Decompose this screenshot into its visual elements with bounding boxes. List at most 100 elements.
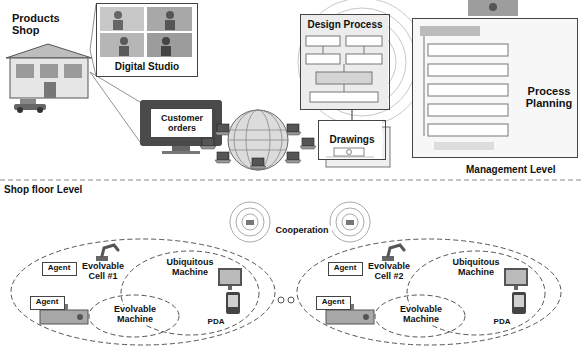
customer-orders-box: Customer orders	[150, 108, 215, 138]
monitor-stand	[172, 146, 190, 151]
customer-monitor	[140, 100, 222, 154]
globe-parallel	[230, 150, 286, 151]
car-wheel	[37, 107, 43, 113]
shop-window	[40, 64, 58, 78]
dashed-ellipse	[375, 295, 465, 337]
studio-photos	[100, 7, 192, 57]
level-label: Shop floor Level	[4, 184, 82, 195]
person-photo	[468, 0, 518, 16]
flow-box	[428, 64, 508, 76]
evolvable-machine-zone: Evolvable Machine	[88, 294, 180, 338]
node-label: Agent	[330, 264, 360, 273]
node-label: Evolvable Machine	[395, 305, 447, 325]
agent-box: Agent	[316, 296, 351, 310]
process-planning-panel: Process Planning	[412, 18, 578, 158]
agent-box: Agent	[30, 296, 65, 310]
part-outline	[334, 148, 364, 156]
flow-line	[364, 46, 365, 54]
globe	[228, 110, 288, 170]
view-line	[90, 72, 140, 142]
cooperation-label: Cooperation	[272, 226, 332, 236]
dashed-ellipse	[89, 295, 179, 337]
antenna-base	[246, 220, 254, 225]
cell-antennas	[230, 202, 370, 242]
node-label: Drawings	[321, 134, 383, 145]
flow-box	[346, 36, 382, 46]
antenna-base	[346, 220, 354, 225]
header-bar	[420, 26, 480, 36]
person-head	[120, 37, 128, 45]
cell-equipment	[326, 245, 528, 324]
node-label: Evolvable Cell #1	[78, 262, 128, 282]
evolvable-cell: Evolvable Cell #1AgentAgentUbiquitous Ma…	[10, 238, 276, 346]
cell-equipment	[40, 245, 242, 324]
person-body	[161, 46, 171, 56]
screenshot-ground	[300, 14, 388, 110]
shop-window	[16, 64, 34, 78]
laptop-icon	[215, 152, 231, 163]
evolvable-cell: Evolvable Cell #2AgentAgentUbiquitous Ma…	[296, 238, 562, 346]
shop-illustration	[6, 44, 92, 113]
device-label: PDA	[204, 318, 228, 327]
planning-screenshot	[412, 0, 578, 158]
node-label: Agent	[44, 264, 74, 273]
laptop-icon	[300, 138, 316, 149]
dashed-ellipse	[11, 239, 275, 345]
dashed-outline	[10, 238, 276, 346]
front-sheet	[318, 120, 382, 160]
connector-line	[351, 110, 352, 120]
device-label: PDA	[490, 318, 514, 327]
node-label: Ubiquitous Machine	[162, 258, 218, 278]
wave-ring	[336, 208, 364, 236]
node-label: Process Planning	[523, 85, 575, 109]
agent-box: Agent	[328, 262, 363, 276]
shop-roof	[6, 44, 92, 58]
shop-door	[44, 82, 56, 98]
monitor-foot	[162, 151, 200, 154]
person-body	[165, 20, 175, 30]
wave-ring	[242, 214, 258, 230]
wave-ring	[342, 214, 358, 230]
node-label: Customer orders	[152, 114, 212, 134]
wave-ring	[298, 0, 426, 126]
person-body	[113, 20, 123, 30]
node-label: Agent	[32, 298, 62, 307]
flow-box	[346, 54, 382, 64]
screenshot-ground	[412, 18, 578, 158]
wave-ring	[236, 208, 264, 236]
level-label: Management Level	[466, 164, 555, 175]
flow-line	[344, 64, 345, 72]
flow-bar	[434, 142, 494, 150]
flow-box	[428, 104, 508, 116]
flow-box	[428, 84, 508, 96]
level-divider	[0, 180, 583, 181]
wireless-waves	[298, 0, 426, 126]
shop-title: Products Shop	[12, 12, 64, 36]
person-head	[162, 37, 170, 45]
node-label: Evolvable Machine	[109, 305, 161, 325]
car-wheel	[17, 107, 23, 113]
person-body	[119, 46, 129, 56]
car-top	[20, 99, 36, 104]
flow-box	[306, 54, 340, 64]
photo	[147, 7, 192, 31]
flow-line	[323, 46, 324, 54]
person-head	[489, 3, 497, 11]
flow-line	[344, 84, 345, 92]
photo	[147, 33, 192, 57]
flow-box	[428, 124, 508, 136]
person-head	[114, 11, 122, 19]
laptop-icon	[200, 138, 216, 149]
drawing-sheets	[318, 120, 390, 167]
digital-studio-box: Digital Studio	[96, 3, 198, 77]
node-label: Design Process	[303, 19, 387, 30]
flow-line	[424, 36, 425, 136]
node-label: Agent	[318, 298, 348, 307]
dashed-outline	[296, 238, 562, 346]
wave-ring	[230, 202, 270, 242]
continuation-dot	[288, 297, 294, 303]
node-label: Evolvable Cell #2	[364, 262, 414, 282]
design-process-panel: Design Process	[300, 14, 390, 110]
